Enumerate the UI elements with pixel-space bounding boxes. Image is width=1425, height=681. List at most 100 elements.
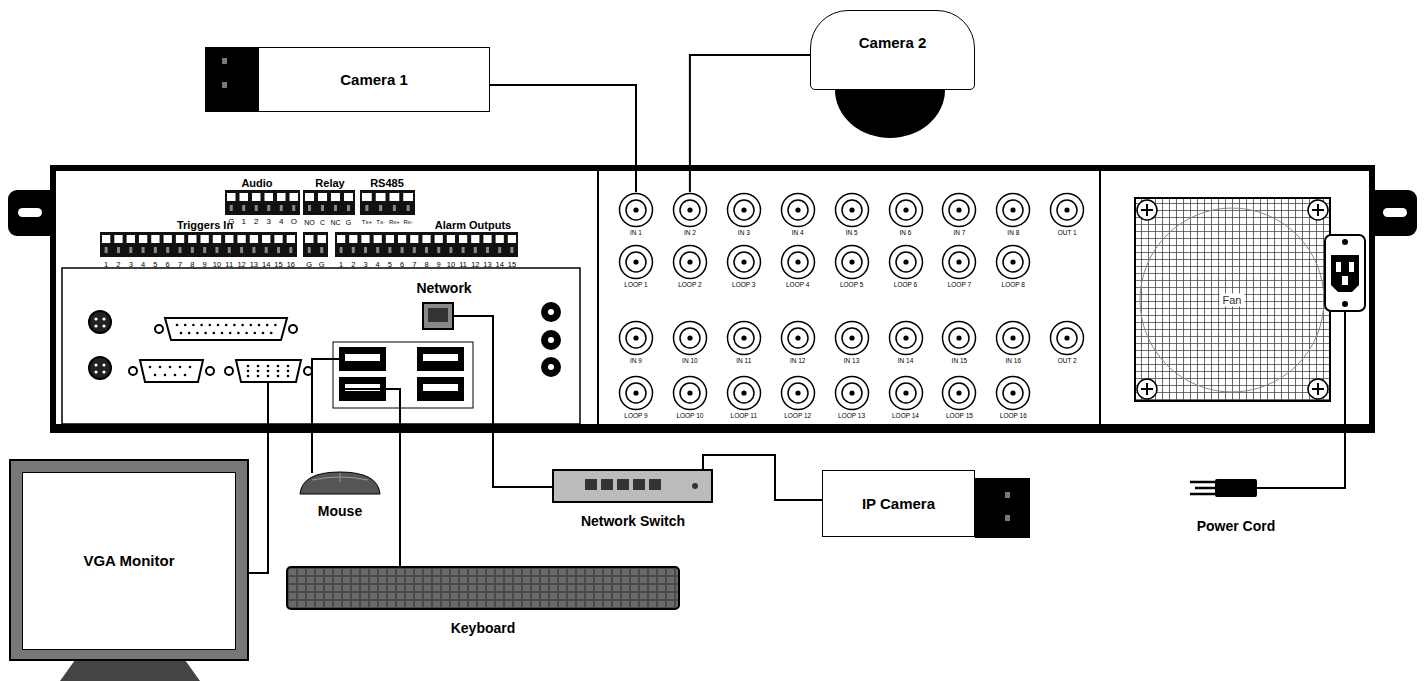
bnc-connector: IN 5: [828, 192, 876, 240]
pin-label: 1: [339, 261, 343, 269]
terminal-screw: [337, 235, 345, 243]
terminal-block: [335, 232, 518, 257]
bnc-connector: IN 7: [935, 192, 983, 240]
bnc-symbol: [726, 192, 762, 228]
bnc-ring: [781, 194, 814, 227]
port-label: LOOP 11: [720, 413, 768, 420]
pc-ports-part: [333, 342, 473, 408]
mouse-part: [340, 473, 341, 482]
bnc-pin: [687, 259, 692, 264]
device-box: IP Camera: [822, 470, 975, 537]
pin-label: 4: [279, 218, 283, 226]
bnc-pin: [849, 259, 854, 264]
bnc-ring: [1057, 328, 1077, 348]
pin-dot: [267, 375, 270, 378]
terminal-block: [303, 232, 328, 257]
bnc-ring: [889, 322, 922, 355]
pin-dot: [267, 365, 270, 368]
device-label: Power Cord: [1172, 479, 1300, 535]
pin-label: NO: [304, 219, 315, 226]
pin-label: NC: [330, 219, 340, 226]
pin-dot: [221, 332, 224, 335]
pin-label: 13: [250, 261, 258, 269]
terminal-screw: [127, 235, 135, 243]
bnc-ring: [680, 252, 700, 272]
pin-dot: [229, 332, 232, 335]
bnc-ring: [835, 246, 868, 279]
section-label: Audio: [241, 178, 272, 189]
pin-dot: [154, 374, 157, 377]
pin-label: 3: [363, 261, 367, 269]
terminal-screw: [201, 235, 209, 243]
pin-dot: [169, 366, 172, 369]
pin-label: 4: [141, 261, 145, 269]
bnc-connector: LOOP 11: [720, 375, 768, 423]
bnc-ring: [949, 200, 969, 220]
port-label: IN 16: [989, 358, 1037, 365]
pc-ports-part: [165, 318, 287, 340]
pc-ports-part: [206, 367, 214, 375]
network-switch-part: [633, 479, 645, 490]
pc-ports-part: [289, 325, 297, 333]
pin-label: 11: [459, 261, 467, 269]
pc-ports-part: [418, 378, 463, 400]
terminal-slot: [166, 247, 169, 253]
bnc-pin: [687, 390, 692, 395]
bnc-connector: IN 6: [882, 192, 930, 240]
device-label: Keyboard: [287, 565, 679, 637]
pin-dot: [196, 332, 199, 335]
pin-dot: [257, 365, 260, 368]
bnc-ring: [680, 383, 700, 403]
terminal-slot: [280, 205, 283, 211]
bnc-pin: [1011, 335, 1016, 340]
terminal-screw: [331, 193, 340, 201]
pc-ports-part: [89, 357, 111, 379]
terminal-slot: [407, 205, 410, 211]
bnc-ring: [734, 200, 754, 220]
bnc-pin: [741, 259, 746, 264]
bnc-connector: LOOP 3: [720, 244, 768, 292]
connector-pins: [149, 324, 290, 378]
terminal-screw: [435, 235, 443, 243]
bnc-connector: LOOP 7: [935, 244, 983, 292]
device-name: Camera 2: [859, 34, 927, 52]
pin-dot: [262, 332, 265, 335]
bnc-pin: [957, 335, 962, 340]
bnc-symbol: [672, 320, 708, 356]
bnc-connector: LOOP 13: [828, 375, 876, 423]
terminal-block: [360, 190, 415, 215]
pin-dot: [217, 324, 220, 327]
pin-label: G: [346, 219, 351, 226]
bnc-pin: [1011, 259, 1016, 264]
chassis: [50, 165, 1375, 433]
pin-label: 11: [225, 261, 233, 269]
bnc-pin: [795, 259, 800, 264]
pin-dot: [192, 324, 195, 327]
power-inlet-part: [1331, 255, 1359, 292]
bnc-ring: [997, 322, 1030, 355]
rack-ears-part: [18, 208, 42, 217]
pin-dot: [164, 374, 167, 377]
pc-ports-part: [542, 303, 560, 321]
camera-lenses-part: [975, 478, 1030, 538]
terminal-screw: [274, 235, 282, 243]
terminal-slot: [413, 247, 416, 253]
port-label: IN 8: [989, 230, 1037, 237]
pc-ports-part: [418, 348, 463, 370]
port-label: IN 2: [666, 230, 714, 237]
device-name: Power Cord: [1197, 518, 1276, 535]
terminal-screw: [151, 235, 159, 243]
bnc-ring: [734, 252, 754, 272]
keyboard: [287, 567, 679, 609]
bnc-ring: [997, 194, 1030, 227]
bnc-symbol: [672, 192, 708, 228]
terminal-screw: [250, 235, 258, 243]
pin-dot: [245, 332, 248, 335]
camera-lenses: [205, 47, 1030, 538]
bnc-ring: [626, 252, 646, 272]
pin-dot: [204, 332, 207, 335]
pin-label: 2: [254, 218, 258, 226]
pc-ports-part: [129, 367, 137, 375]
pc-ports-part: [340, 348, 385, 370]
